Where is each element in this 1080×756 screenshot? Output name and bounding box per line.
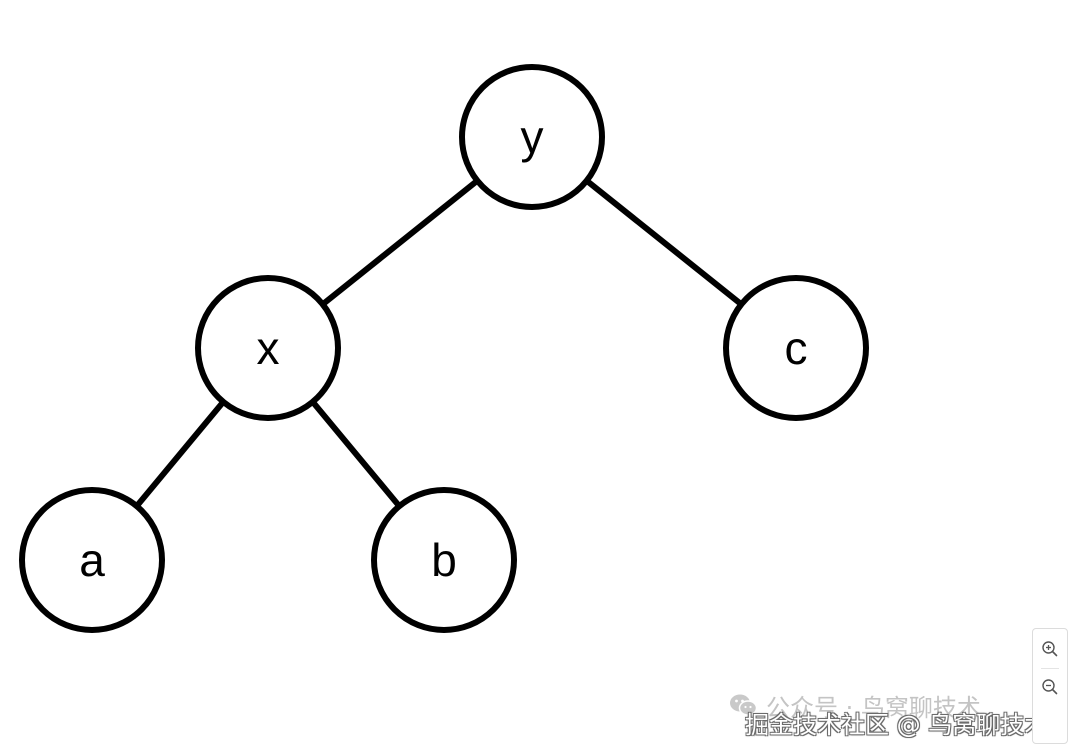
wechat-icon	[730, 694, 758, 716]
tree-node-a: a	[19, 487, 165, 633]
zoom-in-icon	[1042, 641, 1058, 657]
node-circle-a	[19, 487, 165, 633]
edges-layer	[134, 178, 744, 509]
edge-x-a	[134, 399, 226, 509]
tree-node-c: c	[723, 275, 869, 421]
zoom-out-icon	[1042, 679, 1058, 695]
node-label-b: b	[431, 534, 457, 586]
node-label-x: x	[257, 322, 280, 374]
nodes-layer: y x c a b	[19, 64, 869, 633]
edge-y-c	[584, 178, 744, 307]
zoom-divider	[1041, 668, 1059, 669]
main-watermark: 掘金技术社区 @ 鸟窝聊技术	[745, 711, 1049, 739]
faint-watermark: 公众号 · 鸟窝聊技术	[728, 690, 981, 722]
zoom-in-button[interactable]	[1033, 631, 1067, 667]
edge-x-b	[310, 399, 402, 509]
node-label-c: c	[785, 322, 808, 374]
edge-y-x	[320, 178, 480, 307]
zoom-controls	[1032, 628, 1068, 744]
node-label-y: y	[521, 111, 544, 163]
node-circle-c	[723, 275, 869, 421]
node-label-a: a	[79, 534, 105, 586]
node-circle-b	[371, 487, 517, 633]
zoom-out-button[interactable]	[1033, 669, 1067, 705]
node-circle-y	[459, 64, 605, 210]
tree-node-x: x	[195, 275, 341, 421]
faint-watermark-text: 公众号 · 鸟窝聊技术	[766, 693, 981, 722]
tree-node-b: b	[371, 487, 517, 633]
tree-node-y: y	[459, 64, 605, 210]
node-circle-x	[195, 275, 341, 421]
